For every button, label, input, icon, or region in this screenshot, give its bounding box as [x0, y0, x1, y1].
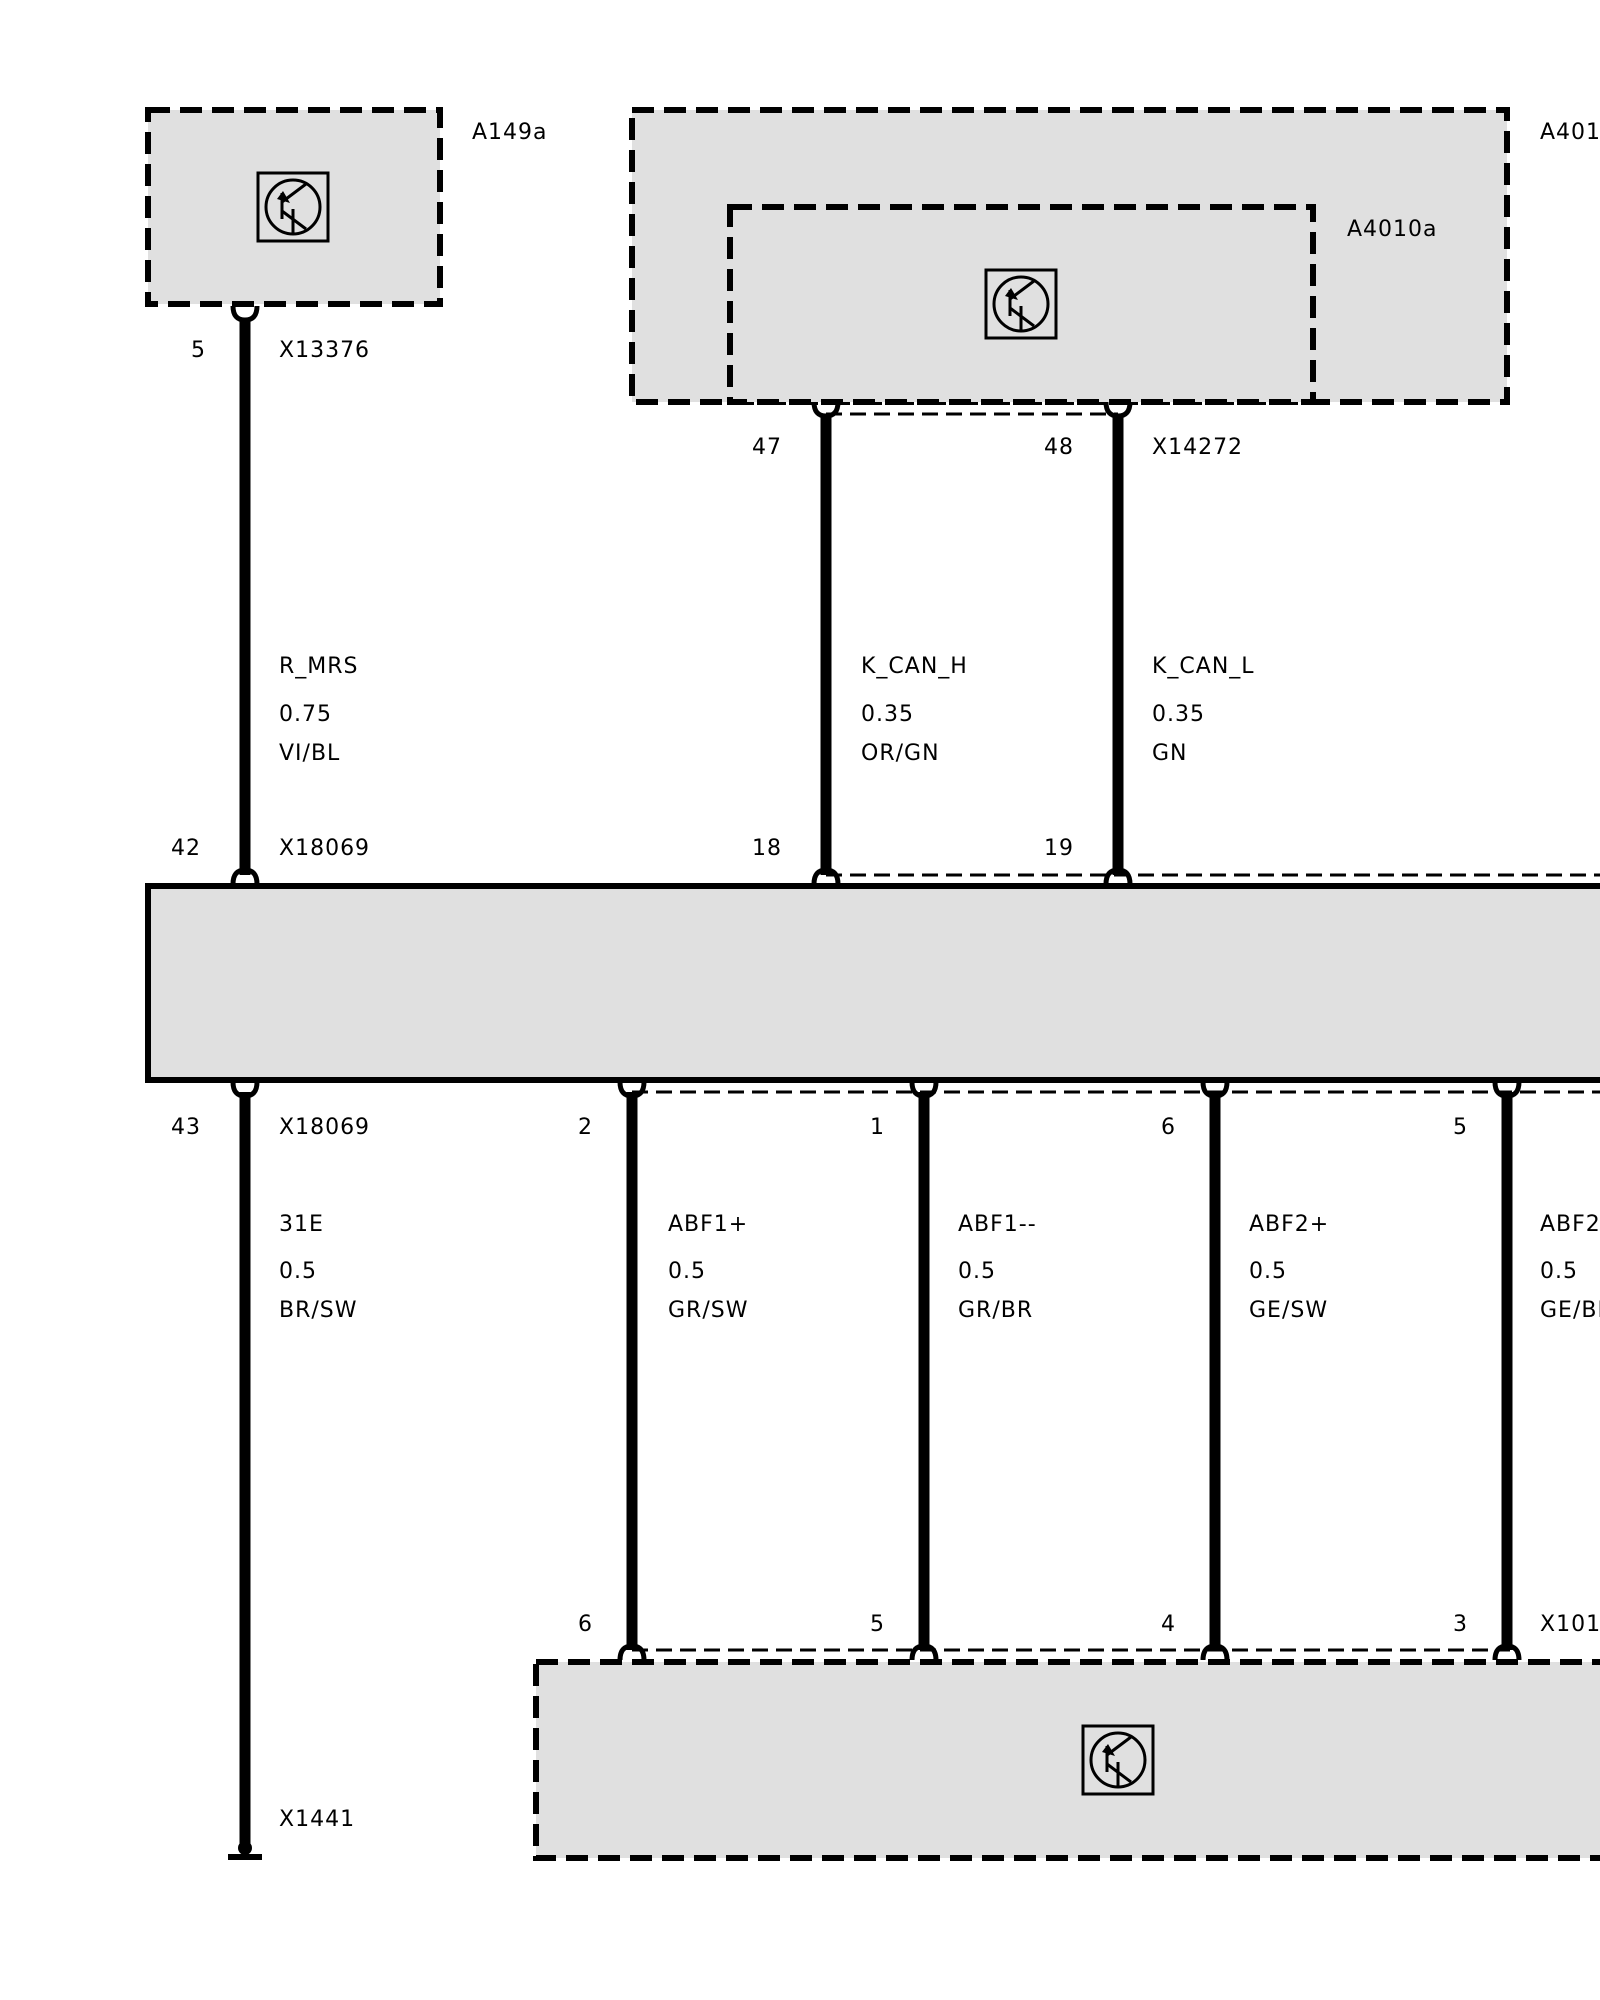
component-bottom-unit[interactable] — [533, 1659, 1600, 1861]
pin-number: 43 — [171, 1115, 201, 1140]
pin-terminal — [617, 1081, 647, 1099]
wire-signal: ABF1+ — [668, 1212, 748, 1237]
pin-terminal — [230, 305, 260, 323]
pin-terminal — [909, 1081, 939, 1099]
pin-number: 2 — [578, 1115, 593, 1140]
wire-signal: ABF2+ — [1249, 1212, 1329, 1237]
wire-signal: 31E — [279, 1212, 324, 1237]
component-label-a4010: A4010 — [1540, 120, 1600, 145]
wire-size: 0.5 — [668, 1259, 706, 1284]
connector-label-x18069-top: X18069 — [279, 836, 370, 861]
wire-label-31e: 31E 0.5 BR/SW — [279, 1212, 358, 1323]
wire-label-k-can-l: K_CAN_L 0.35 GN — [1152, 654, 1255, 766]
pin-number: 5 — [1453, 1115, 1468, 1140]
component-a149a[interactable] — [145, 107, 443, 307]
wire-color: BR/SW — [279, 1298, 358, 1323]
wire-color: GR/SW — [668, 1298, 748, 1323]
pin-terminal — [230, 1081, 260, 1099]
wire-label-k-can-h: K_CAN_H 0.35 OR/GN — [861, 654, 968, 766]
component-label-a4010a: A4010a — [1347, 217, 1438, 242]
wire-label-abf2-minus: ABF2-- 0.5 GE/BR — [1540, 1212, 1600, 1323]
wire-size: 0.5 — [1540, 1259, 1578, 1284]
component-label-a149a: A149a — [472, 120, 548, 145]
connector-label-x18069-bottom: X18069 — [279, 1115, 370, 1140]
wire-size: 0.35 — [861, 702, 914, 727]
connector-label-x13376: X13376 — [279, 338, 370, 363]
pin-number: 19 — [1044, 836, 1074, 861]
pin-terminal — [1103, 867, 1133, 885]
wire-color: GN — [1152, 741, 1188, 766]
pin-number: 47 — [752, 435, 782, 460]
wire-size: 0.35 — [1152, 702, 1205, 727]
wire-signal: K_CAN_L — [1152, 654, 1255, 679]
wire-label-abf1-minus: ABF1-- 0.5 GR/BR — [958, 1212, 1037, 1323]
connector-label-bottom: X1011 — [1540, 1612, 1600, 1637]
component-a4010a[interactable] — [727, 204, 1316, 405]
wire-color: GE/BR — [1540, 1298, 1600, 1323]
pin-terminal — [230, 867, 260, 885]
wire-size: 0.75 — [279, 702, 332, 727]
pin-terminal — [1492, 1081, 1522, 1099]
wire-signal: K_CAN_H — [861, 654, 968, 679]
pin-number: 3 — [1453, 1612, 1468, 1637]
wire-signal: ABF2-- — [1540, 1212, 1600, 1237]
wire-size: 0.5 — [1249, 1259, 1287, 1284]
wire-size: 0.5 — [279, 1259, 317, 1284]
ground-point-icon — [228, 1841, 262, 1860]
pin-terminal — [1200, 1081, 1230, 1099]
pin-terminal — [1200, 1643, 1230, 1661]
pin-terminal — [811, 867, 841, 885]
pin-terminal — [1103, 401, 1133, 419]
pin-number: 6 — [1161, 1115, 1176, 1140]
pin-number: 1 — [870, 1115, 885, 1140]
wire-color: GE/SW — [1249, 1298, 1328, 1323]
connector-label-x14272: X14272 — [1152, 435, 1243, 460]
connector-label-x1441: X1441 — [279, 1807, 355, 1832]
wire-signal: ABF1-- — [958, 1212, 1037, 1237]
wire-label-abf2-plus: ABF2+ 0.5 GE/SW — [1249, 1212, 1329, 1323]
pin-terminal — [811, 401, 841, 419]
pin-number: 48 — [1044, 435, 1074, 460]
control-unit-transistor-icon — [256, 171, 330, 243]
wire-color: OR/GN — [861, 741, 940, 766]
pin-terminal — [1492, 1643, 1522, 1661]
pin-number: 5 — [870, 1612, 885, 1637]
wire-signal: R_MRS — [279, 654, 359, 679]
control-unit-transistor-icon — [1081, 1724, 1155, 1796]
pin-number: 18 — [752, 836, 782, 861]
pin-number: 5 — [191, 338, 206, 363]
control-unit-transistor-icon — [984, 268, 1058, 340]
wire-color: VI/BL — [279, 741, 340, 766]
pin-terminal — [617, 1643, 647, 1661]
wire-label-abf1-plus: ABF1+ 0.5 GR/SW — [668, 1212, 748, 1323]
pin-number: 4 — [1161, 1612, 1176, 1637]
pin-number: 6 — [578, 1612, 593, 1637]
wire-color: GR/BR — [958, 1298, 1033, 1323]
wire-size: 0.5 — [958, 1259, 996, 1284]
central-connector-block[interactable] — [145, 883, 1600, 1083]
pin-terminal — [909, 1643, 939, 1661]
wire-label-r-mrs: R_MRS 0.75 VI/BL — [279, 654, 359, 766]
pin-number: 42 — [171, 836, 201, 861]
